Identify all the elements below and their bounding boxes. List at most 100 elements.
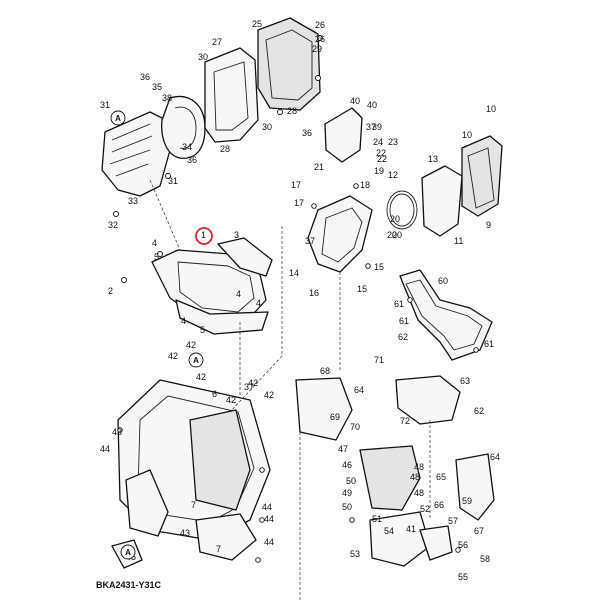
- callout-51: 51: [372, 514, 382, 524]
- callout-15: 15: [357, 284, 367, 294]
- callout-63: 63: [460, 376, 470, 386]
- part-group-lower-left: [111, 379, 271, 569]
- reference-mark-label: A: [115, 114, 121, 123]
- callout-53: 53: [350, 549, 360, 559]
- callout-66: 66: [434, 500, 444, 510]
- callout-26: 26: [315, 20, 325, 30]
- callout-9: 9: [486, 220, 491, 230]
- callout-33: 33: [128, 196, 138, 206]
- callout-26: 26: [315, 34, 325, 44]
- callout-1: 1: [201, 230, 206, 240]
- callout-72: 72: [400, 416, 410, 426]
- callout-30: 30: [262, 122, 272, 132]
- callout-29: 29: [312, 44, 322, 54]
- callout-60: 60: [438, 276, 448, 286]
- reference-mark-label: A: [125, 548, 131, 557]
- callout-5: 5: [154, 252, 159, 262]
- callout-18: 18: [360, 180, 370, 190]
- callout-46: 46: [342, 460, 352, 470]
- callout-50: 50: [342, 502, 352, 512]
- callout-28: 28: [287, 106, 297, 116]
- callout-44: 44: [264, 514, 274, 524]
- callout-67: 67: [474, 526, 484, 536]
- callout-65: 65: [436, 472, 446, 482]
- callout-36: 36: [302, 128, 312, 138]
- callout-17: 17: [294, 198, 304, 208]
- callout-48: 48: [410, 472, 420, 482]
- callout-42: 42: [226, 395, 236, 405]
- highlighted-part-marker: [195, 227, 213, 245]
- callout-16: 16: [309, 288, 319, 298]
- callout-38: 38: [162, 93, 172, 103]
- callout-22: 22: [376, 148, 386, 158]
- callout-31: 31: [100, 100, 110, 110]
- callout-30: 30: [198, 52, 208, 62]
- callout-23: 23: [388, 137, 398, 147]
- callout-17: 17: [291, 180, 301, 190]
- callout-19: 19: [374, 166, 384, 176]
- callout-10: 10: [462, 130, 472, 140]
- callout-12: 12: [388, 170, 398, 180]
- callout-48: 48: [414, 488, 424, 498]
- part-group-middle-left: [121, 237, 273, 335]
- callout-61: 61: [484, 339, 494, 349]
- callout-37: 37: [366, 122, 376, 132]
- callout-35: 35: [152, 82, 162, 92]
- callout-61: 61: [399, 316, 409, 326]
- callout-7: 7: [191, 500, 196, 510]
- callout-62: 62: [474, 406, 484, 416]
- callout-11: 11: [454, 236, 463, 246]
- callout-69: 69: [330, 412, 340, 422]
- callout-25: 25: [252, 19, 262, 29]
- callout-44: 44: [100, 444, 110, 454]
- callout-4: 4: [236, 289, 241, 299]
- reference-mark-circle: [188, 352, 204, 368]
- callout-13: 13: [428, 154, 438, 164]
- callout-41: 41: [406, 524, 416, 534]
- callout-57: 57: [448, 516, 458, 526]
- callout-54: 54: [384, 526, 394, 536]
- callout-31: 31: [168, 176, 178, 186]
- callout-27: 27: [212, 37, 222, 47]
- callout-37: 37: [244, 382, 254, 392]
- callout-4: 4: [152, 238, 157, 248]
- part-group-upper-middle: [307, 107, 503, 273]
- callout-14: 14: [289, 268, 299, 278]
- callout-52: 52: [420, 504, 430, 514]
- callout-58: 58: [480, 554, 490, 564]
- callout-20: 20: [387, 230, 397, 240]
- callout-20: 20: [390, 214, 400, 224]
- callout-40: 40: [350, 96, 360, 106]
- callout-5: 5: [200, 325, 205, 335]
- callout-32: 32: [108, 220, 118, 230]
- callout-50: 50: [346, 476, 356, 486]
- callout-42: 42: [186, 340, 196, 350]
- callout-59: 59: [462, 496, 472, 506]
- callout-47: 47: [338, 444, 348, 454]
- callout-28: 28: [220, 144, 230, 154]
- part-group-lower-right: [295, 269, 495, 567]
- callout-55: 55: [458, 572, 468, 582]
- callout-15: 15: [374, 262, 384, 272]
- callout-34: 34: [182, 142, 192, 152]
- reference-mark-circle: [110, 110, 126, 126]
- callout-64: 64: [490, 452, 500, 462]
- callout-64: 64: [354, 385, 364, 395]
- callout-68: 68: [320, 366, 330, 376]
- callout-24: 24: [373, 137, 383, 147]
- callout-48: 48: [414, 462, 424, 472]
- callout-62: 62: [398, 332, 408, 342]
- callout-7: 7: [216, 544, 221, 554]
- callout-10: 10: [486, 104, 496, 114]
- callout-56: 56: [458, 540, 468, 550]
- callout-20: 20: [392, 230, 402, 240]
- callout-21: 21: [314, 162, 324, 172]
- callout-43: 43: [112, 427, 122, 437]
- callout-37: 37: [305, 236, 315, 246]
- callout-61: 61: [394, 299, 404, 309]
- callout-42: 42: [248, 378, 258, 388]
- diagram-code: BKA2431-Y31C: [96, 580, 162, 590]
- callout-44: 44: [264, 537, 274, 547]
